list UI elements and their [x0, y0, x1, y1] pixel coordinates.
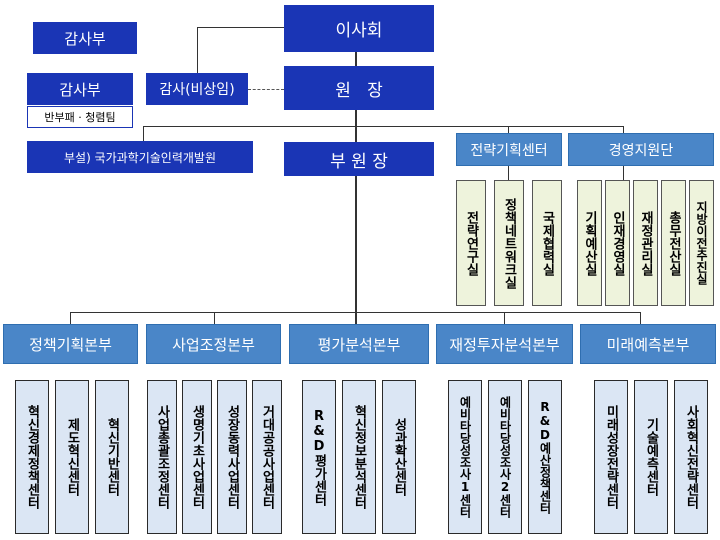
connector-line	[197, 27, 284, 28]
division-label: 정책기획본부	[29, 335, 112, 354]
center-box: 사업총괄조정센터	[147, 380, 177, 534]
center-label: 성장동력사업센터	[224, 405, 240, 509]
vice-president-label: 부 원 장	[330, 151, 388, 172]
auditor-dept-box: 감사부	[27, 73, 133, 105]
connector-line	[355, 176, 357, 324]
division-box: 정책기획본부	[3, 324, 138, 364]
connector-line	[197, 27, 198, 73]
office-label: 국제협력실	[539, 210, 555, 276]
center-label: 제도혁신센터	[64, 418, 80, 496]
management-support-label: 경영지원단	[608, 142, 674, 159]
office-label: 지방이전추진실	[694, 201, 709, 285]
strategy-center-label: 전략기획센터	[470, 142, 548, 159]
office-box: 인재경영실	[605, 180, 630, 306]
center-box: 예비타당성조사2센터	[488, 380, 522, 534]
office-label: 인재경영실	[610, 210, 625, 276]
center-box: 기술예측센터	[634, 380, 668, 534]
center-label: 혁신기반센터	[104, 418, 120, 496]
auditor-sub-label: 반부패 · 청렴팀	[44, 111, 116, 124]
division-label: 사업조정본부	[172, 335, 255, 354]
connector-line	[623, 166, 624, 180]
office-box: 정책네트워크실	[494, 180, 524, 306]
strategy-center-box: 전략기획센터	[456, 133, 562, 166]
office-label: 기획예산실	[582, 210, 597, 276]
auditor-sub-box: 반부패 · 청렴팀	[27, 106, 133, 128]
center-label: 기술예측센터	[643, 418, 659, 496]
vice-president-box: 부 원 장	[284, 142, 434, 176]
management-support-box: 경영지원단	[568, 133, 714, 166]
connector-line	[143, 126, 144, 141]
center-label: 성과확산센터	[391, 418, 407, 496]
connector-line	[504, 312, 505, 324]
auditor-label: 감사(비상임)	[159, 82, 235, 98]
center-box: 성과확산센터	[382, 380, 416, 534]
division-box: 평가분석본부	[289, 324, 429, 364]
center-box: 제도혁신센터	[55, 380, 89, 534]
connector-line	[214, 312, 215, 324]
division-box: 사업조정본부	[146, 324, 281, 364]
center-box: 혁신정보분석센터	[342, 380, 376, 534]
office-box: 총무전산실	[661, 180, 686, 306]
office-label: 전략연구실	[463, 210, 479, 276]
connector-line	[355, 52, 357, 66]
connector-dashed-line	[248, 89, 284, 90]
center-label: 예비타당성조사2센터	[498, 396, 512, 518]
center-label: 예비타당성조사1센터	[458, 396, 472, 518]
center-label: 사회혁신전략센터	[683, 405, 699, 509]
connector-line	[70, 312, 71, 324]
board-label: 이사회	[335, 21, 383, 41]
center-box: 성장동력사업센터	[217, 380, 247, 534]
center-label: R&D평가센터	[311, 408, 327, 506]
center-box: 사회혁신전략센터	[674, 380, 708, 534]
president-box: 원 장	[284, 66, 434, 110]
division-label: 재정투자분석본부	[449, 335, 560, 354]
center-box: 거대공공사업센터	[252, 380, 282, 534]
center-box: R&D평가센터	[302, 380, 336, 534]
office-box: 재정관리실	[633, 180, 658, 306]
division-box: 미래예측본부	[580, 324, 716, 364]
center-box: 혁신경제정책센터	[15, 380, 49, 534]
connector-line	[70, 312, 641, 313]
connector-line	[640, 312, 641, 324]
center-box: 예비타당성조사1센터	[448, 380, 482, 534]
office-box: 지방이전추진실	[689, 180, 714, 306]
center-label: 미래성장전략센터	[603, 405, 619, 509]
center-box: 생명기초사업센터	[182, 380, 212, 534]
auditor-dept-label: 감사부	[59, 80, 101, 99]
division-label: 평가분석본부	[317, 335, 401, 354]
affiliate-box: 부설) 국가과학기술인력개발원	[27, 141, 253, 173]
center-label: R&D예산정책센터	[538, 400, 552, 514]
auditor-dept-top-box: 감사부	[33, 22, 137, 54]
office-label: 정책네트워크실	[501, 197, 517, 289]
connector-line	[508, 126, 509, 133]
center-label: 사업총괄조정센터	[154, 405, 170, 509]
center-label: 거대공공사업센터	[259, 405, 275, 509]
center-label: 생명기초사업센터	[189, 405, 205, 509]
connector-line	[356, 126, 624, 127]
center-label: 혁신정보분석센터	[351, 405, 367, 509]
division-label: 미래예측본부	[606, 335, 690, 354]
division-box: 재정투자분석본부	[436, 324, 573, 364]
auditor-dept-top-label: 감사부	[64, 29, 106, 48]
auditor-box: 감사(비상임)	[146, 73, 248, 105]
affiliate-label: 부설) 국가과학기술인력개발원	[63, 150, 217, 165]
center-box: 혁신기반센터	[95, 380, 129, 534]
connector-line	[623, 126, 624, 133]
center-box: 미래성장전략센터	[594, 380, 628, 534]
office-label: 재정관리실	[638, 210, 653, 276]
office-box: 전략연구실	[456, 180, 486, 306]
office-label: 총무전산실	[666, 210, 681, 276]
connector-line	[508, 166, 509, 180]
center-label: 혁신경제정책센터	[24, 405, 40, 509]
board-box: 이사회	[284, 5, 434, 52]
office-box: 국제협력실	[532, 180, 562, 306]
connector-line	[143, 126, 356, 127]
president-label: 원 장	[335, 80, 383, 101]
center-box: R&D예산정책센터	[528, 380, 562, 534]
office-box: 기획예산실	[577, 180, 602, 306]
